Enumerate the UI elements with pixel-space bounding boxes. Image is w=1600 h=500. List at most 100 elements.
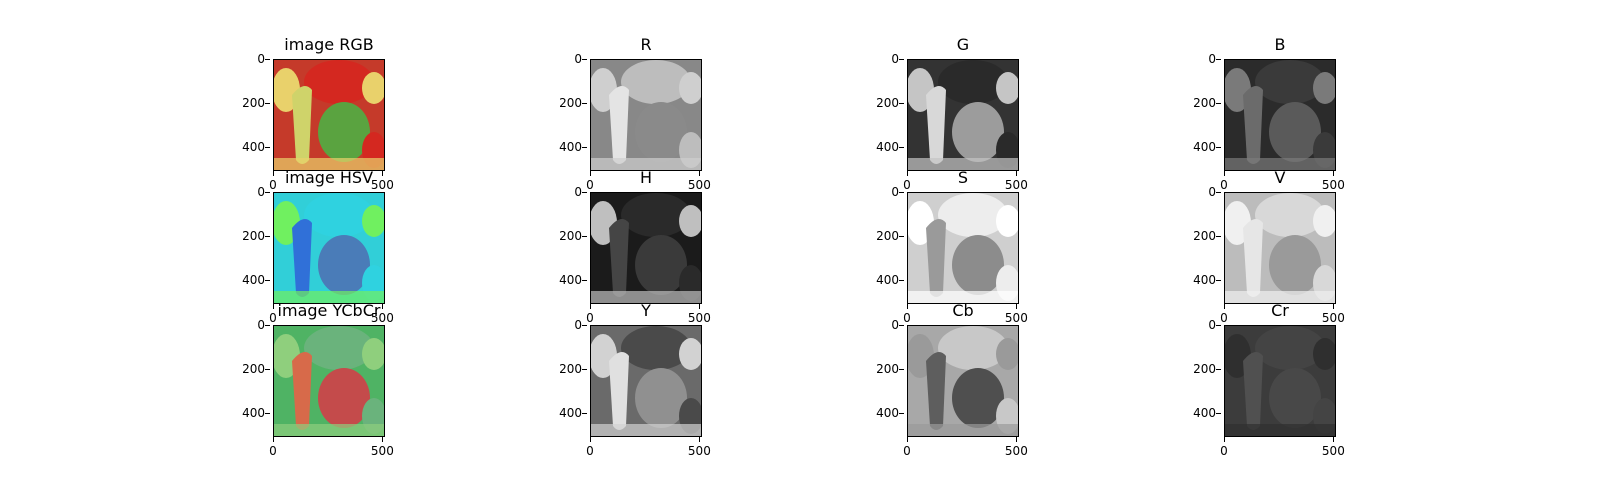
y-tick-label: 0 — [1208, 318, 1216, 332]
x-tick — [1016, 171, 1018, 176]
x-tick-label: 500 — [687, 444, 711, 458]
y-tick-label: 400 — [242, 139, 265, 154]
y-tick — [1216, 368, 1221, 370]
y-tick-label: 400 — [559, 139, 582, 154]
image-panel: Cb 0 200 400 0 500 — [876, 301, 1028, 458]
x-tick-label: 500 — [687, 178, 711, 192]
x-tick-label: 0 — [269, 444, 277, 458]
x-tick-label: 0 — [903, 311, 911, 325]
x-tick-label: 0 — [1220, 178, 1228, 192]
peppers-image — [908, 60, 1018, 170]
y-tick — [899, 102, 904, 104]
y-tick-label: 200 — [559, 361, 582, 376]
panel-title: Cb — [952, 301, 974, 320]
y-tick — [1216, 279, 1221, 281]
y-tick — [1216, 412, 1221, 414]
y-tick — [265, 235, 270, 237]
x-tick — [699, 304, 701, 309]
y-tick — [265, 368, 270, 370]
y-tick-label: 200 — [876, 361, 899, 376]
x-tick — [1224, 437, 1225, 442]
y-tick-label: 200 — [559, 228, 582, 243]
y-tick-label: 400 — [876, 405, 899, 420]
x-tick-label: 0 — [1220, 444, 1228, 458]
image-frame — [590, 325, 702, 437]
x-tick-label: 500 — [1004, 311, 1028, 325]
x-tick — [590, 171, 591, 176]
y-tick — [899, 146, 904, 148]
image-frame — [590, 192, 702, 304]
x-tick — [699, 171, 701, 176]
y-tick — [899, 279, 904, 281]
x-tick-label: 500 — [687, 311, 711, 325]
y-tick — [582, 279, 587, 281]
y-tick-label: 0 — [574, 185, 582, 199]
y-tick-label: 0 — [891, 185, 899, 199]
y-tick — [899, 235, 904, 237]
image-frame — [907, 325, 1019, 437]
panel-title: G — [956, 35, 970, 54]
x-tick — [1224, 304, 1225, 309]
panel-title: V — [1274, 168, 1286, 187]
peppers-image — [274, 326, 384, 436]
y-tick-label: 0 — [891, 318, 899, 332]
peppers-image — [1225, 326, 1335, 436]
x-tick-label: 0 — [903, 178, 911, 192]
panel-title: S — [957, 168, 969, 187]
peppers-image — [908, 326, 1018, 436]
y-tick-label: 200 — [242, 95, 265, 110]
x-tick — [1224, 171, 1225, 176]
image-frame — [907, 59, 1019, 171]
image-frame — [1224, 325, 1336, 437]
image-frame — [273, 192, 385, 304]
y-tick — [899, 325, 904, 326]
y-tick-label: 400 — [1193, 405, 1216, 420]
panel-title: Cr — [1271, 301, 1289, 320]
x-tick — [1333, 304, 1335, 309]
y-tick — [1216, 235, 1221, 237]
peppers-image — [274, 60, 384, 170]
y-tick — [1216, 325, 1221, 326]
x-tick-label: 0 — [586, 178, 594, 192]
peppers-image — [1225, 60, 1335, 170]
y-tick — [1216, 59, 1221, 60]
x-tick — [907, 171, 908, 176]
x-tick — [273, 171, 274, 176]
y-tick-label: 400 — [876, 272, 899, 287]
panel-title: B — [1274, 35, 1286, 54]
y-tick-label: 400 — [242, 405, 265, 420]
x-tick-label: 0 — [586, 444, 594, 458]
x-tick-label: 500 — [370, 178, 394, 192]
x-tick-label: 500 — [1004, 444, 1028, 458]
y-tick-label: 400 — [876, 139, 899, 154]
y-tick-label: 0 — [1208, 185, 1216, 199]
y-tick-label: 0 — [257, 185, 265, 199]
peppers-image — [591, 60, 701, 170]
x-tick — [382, 304, 384, 309]
image-frame — [590, 59, 702, 171]
panel-title: R — [640, 35, 652, 54]
y-tick — [899, 368, 904, 370]
x-tick — [1016, 437, 1018, 442]
image-frame — [907, 192, 1019, 304]
panel-title: image YCbCr — [277, 301, 381, 320]
x-tick — [273, 437, 274, 442]
x-tick — [1016, 304, 1018, 309]
x-tick — [590, 437, 591, 442]
y-tick-label: 200 — [876, 95, 899, 110]
x-tick — [382, 171, 384, 176]
peppers-image — [274, 193, 384, 303]
y-tick — [582, 412, 587, 414]
y-tick — [899, 192, 904, 193]
y-tick-label: 0 — [1208, 52, 1216, 66]
x-tick — [907, 437, 908, 442]
y-tick-label: 0 — [574, 52, 582, 66]
y-tick-label: 200 — [242, 228, 265, 243]
